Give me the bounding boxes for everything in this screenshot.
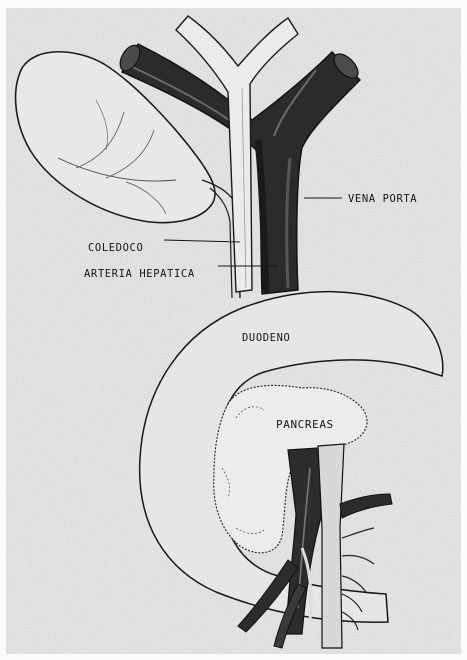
label-duodeno: DUODENO xyxy=(242,332,290,344)
label-coledoco: COLEDOCO xyxy=(88,242,143,254)
label-arteria-hepatica: ARTERIA HEPATICA xyxy=(84,268,195,280)
anatomy-drawing xyxy=(6,8,461,654)
label-vena-porta: VENA PORTA xyxy=(348,193,417,205)
illustration-plate: VENA PORTA COLEDOCO ARTERIA HEPATICA DUO… xyxy=(6,8,461,654)
label-pancreas: PANCREAS xyxy=(276,418,334,431)
